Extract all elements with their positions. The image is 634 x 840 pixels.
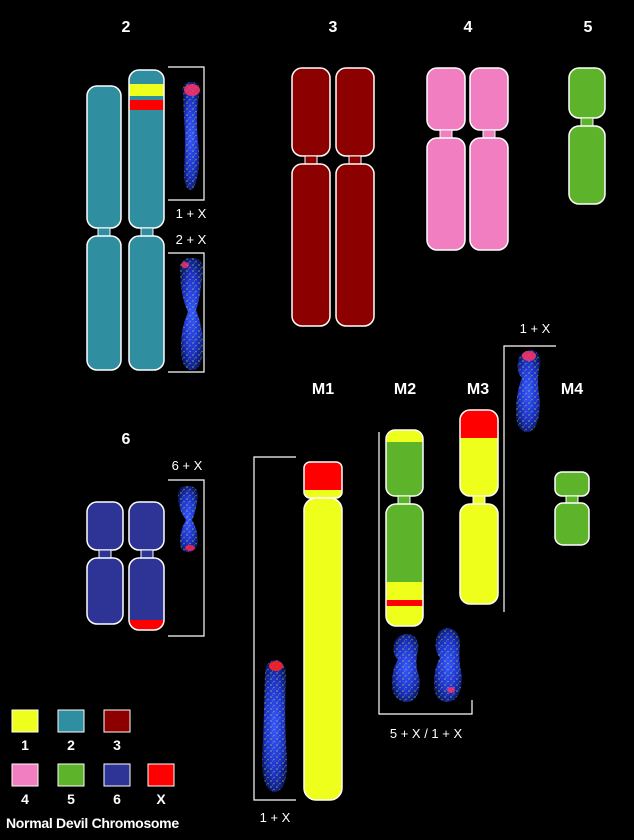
bracket-m3 [503,345,556,612]
legend-label-5: 5 [67,791,75,807]
bracket-m2 [378,432,473,715]
chromosome-m3 [459,409,499,605]
legend-label-2: 2 [67,737,75,753]
probe-label-2x: 2 + X [176,232,207,247]
m3-label: M3 [467,381,489,398]
chromosome-m2 [385,429,424,627]
legend-label-1: 1 [21,737,29,753]
color-legend: 1 2 3 4 5 6 X [11,709,175,807]
chromosome-m4 [554,471,590,546]
bracket-m1 [253,456,296,801]
legend-swatch-x [147,763,175,787]
chromosome-3-label: 3 [329,19,338,36]
probe-label-1x-m1: 1 + X [260,810,291,825]
legend-swatch-4 [11,763,39,787]
probe-label-1x-m3: 1 + X [520,321,551,336]
chromosome-2-left [86,85,122,371]
legend-swatch-2 [57,709,85,733]
chromosome-6-label: 6 [122,431,131,448]
bracket-2-top [168,66,205,201]
probe-label-1x-chr2: 1 + X [176,206,207,221]
chromosome-m1 [303,461,343,801]
fish-image-2-bottom [180,258,204,370]
bracket-6 [168,479,205,637]
legend-label-4: 4 [21,791,29,807]
chromosome-3-pair [291,67,375,327]
chromosome-6-pair [86,501,165,631]
legend-swatch-6 [103,763,131,787]
m1-label: M1 [312,381,334,398]
legend-label-x: X [156,791,166,807]
chromosome-2-label: 2 [122,19,131,36]
figure-caption: Normal Devil Chromosome [6,815,179,831]
fish-image-m1 [262,660,288,792]
fish-image-m3 [516,350,541,432]
chromosome-5-label: 5 [584,19,593,36]
chromosome-5 [568,67,606,205]
legend-label-6: 6 [113,791,121,807]
legend-swatch-1 [11,709,39,733]
fish-image-6 [178,486,198,552]
probe-label-5x-1x: 5 + X / 1 + X [390,726,463,741]
bracket-2-bottom [168,252,205,373]
chromosome-4-pair [426,67,509,251]
legend-swatch-3 [103,709,131,733]
legend-label-3: 3 [113,737,121,753]
fish-image-m2-left [392,634,420,702]
probe-label-6x: 6 + X [172,458,203,473]
fish-image-2-top [182,82,200,190]
fish-image-m2-right [434,628,462,702]
m4-label: M4 [561,381,583,398]
chromosome-4-label: 4 [464,19,473,36]
chromosome-2-right [128,69,165,371]
m2-label: M2 [394,381,416,398]
legend-swatch-5 [57,763,85,787]
